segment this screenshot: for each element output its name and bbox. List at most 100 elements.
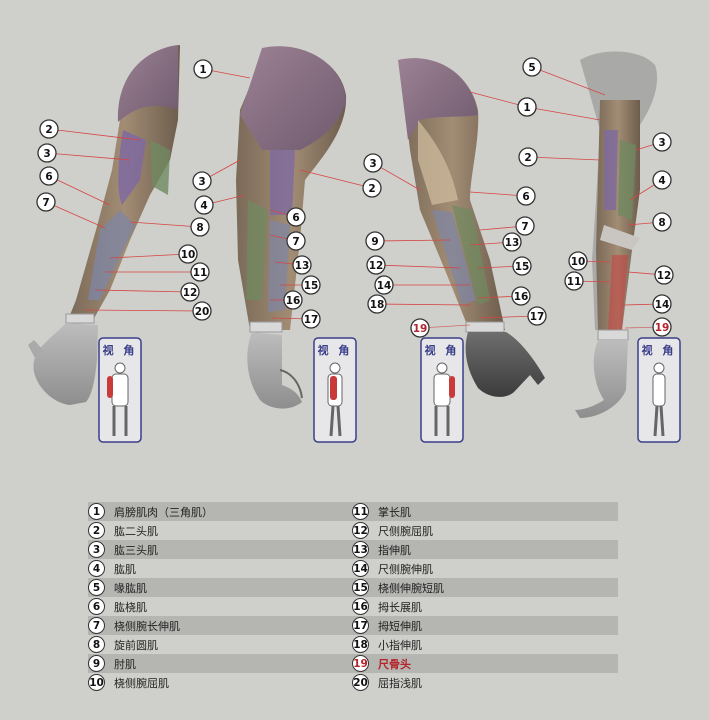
legend-label: 小指伸肌 [378,638,422,652]
legend-label: 屈指浅肌 [378,676,422,690]
callout-leader-line [526,106,601,121]
legend-number: 4 [88,560,105,577]
legend-label: 尺侧腕屈肌 [378,524,433,538]
callout-marker-16: 16 [511,286,531,306]
view-box-front: 视 角 [98,337,142,443]
legend-label: 肘肌 [114,657,136,671]
callout-marker-8: 8 [190,217,210,237]
arm-back-view [398,58,545,397]
legend-label: 肱三头肌 [114,543,158,557]
callout-number: 1 [199,64,206,76]
callout-number: 2 [45,124,52,136]
callout-marker-13: 13 [292,255,312,275]
callout-marker-10: 10 [178,244,198,264]
callout-marker-8: 8 [652,212,672,232]
callout-number: 11 [193,267,208,279]
callout-number: 14 [377,280,392,292]
callout-number: 10 [571,256,586,268]
callout-marker-4: 4 [194,195,214,215]
callout-leader-line [46,152,131,161]
callout-marker-1: 1 [193,59,213,79]
legend-item: 11 掌长肌 [352,502,411,521]
callout-marker-6: 6 [286,207,306,227]
callout-marker-6: 6 [516,186,536,206]
callout-number: 10 [181,249,196,261]
callout-leader-line [469,91,528,108]
view-label: 视 角 [318,343,353,357]
callout-marker-11: 11 [190,262,210,282]
callout-number: 19 [655,322,670,334]
legend-label: 尺骨头 [378,657,411,671]
callout-layer: 2367810111220123467131516171367912131415… [36,57,674,338]
callout-leader-line [374,239,451,242]
callout-leader-line [375,264,461,269]
legend-number: 12 [352,522,369,539]
callout-number: 13 [505,237,520,249]
callout-marker-14: 14 [652,294,672,314]
callout-marker-13: 13 [502,232,522,252]
legend-label: 喙肱肌 [114,581,147,595]
legend-number: 8 [88,636,105,653]
arm-anatomy-illustration: 视 角 视 角 视 角 视 角 236781011122012346713151… [28,45,681,443]
legend-label: 肱肌 [114,562,136,576]
callout-marker-4: 4 [652,170,672,190]
callout-marker-2: 2 [39,119,59,139]
callout-leader-line [48,175,111,206]
view-label: 视 角 [425,343,460,357]
arm-inner-view [575,51,658,418]
legend-label: 旋前圆肌 [114,638,158,652]
callout-number: 19 [413,323,428,335]
callout-marker-16: 16 [283,290,303,310]
view-label: 视 角 [103,343,138,357]
callout-marker-7: 7 [36,192,56,212]
legend-label: 拇长展肌 [378,600,422,614]
callout-number: 6 [522,191,529,203]
callout-marker-17: 17 [301,309,321,329]
callout-number: 9 [371,236,378,248]
legend-number: 14 [352,560,369,577]
callout-leader-line [48,128,141,141]
callout-marker-3: 3 [363,153,383,173]
callout-leader-line [531,66,606,96]
legend-label: 拇短伸肌 [378,619,422,633]
legend-label: 掌长肌 [378,505,411,519]
legend-number: 18 [352,636,369,653]
callout-number: 6 [45,171,52,183]
callout-marker-3: 3 [192,171,212,191]
legend-number: 11 [352,503,369,520]
callout-marker-17: 17 [527,306,547,326]
legend-number: 15 [352,579,369,596]
legend-label: 肱桡肌 [114,600,147,614]
callout-marker-20: 20 [192,301,212,321]
callout-marker-15: 15 [301,275,321,295]
callout-number: 6 [292,212,299,224]
callout-marker-14: 14 [374,275,394,295]
callout-leader-line [94,289,191,293]
callout-number: 17 [304,314,319,326]
legend-item: 18 小指伸肌 [352,635,422,654]
callout-number: 17 [530,311,545,323]
view-box-side: 视 角 [313,337,357,443]
callout-leader-line [376,303,471,306]
callout-number: 3 [369,158,376,170]
callout-marker-9: 9 [365,231,385,251]
callout-marker-12: 12 [180,282,200,302]
callout-number: 16 [286,295,301,307]
callout-marker-7: 7 [515,216,535,236]
callout-number: 15 [515,261,530,273]
